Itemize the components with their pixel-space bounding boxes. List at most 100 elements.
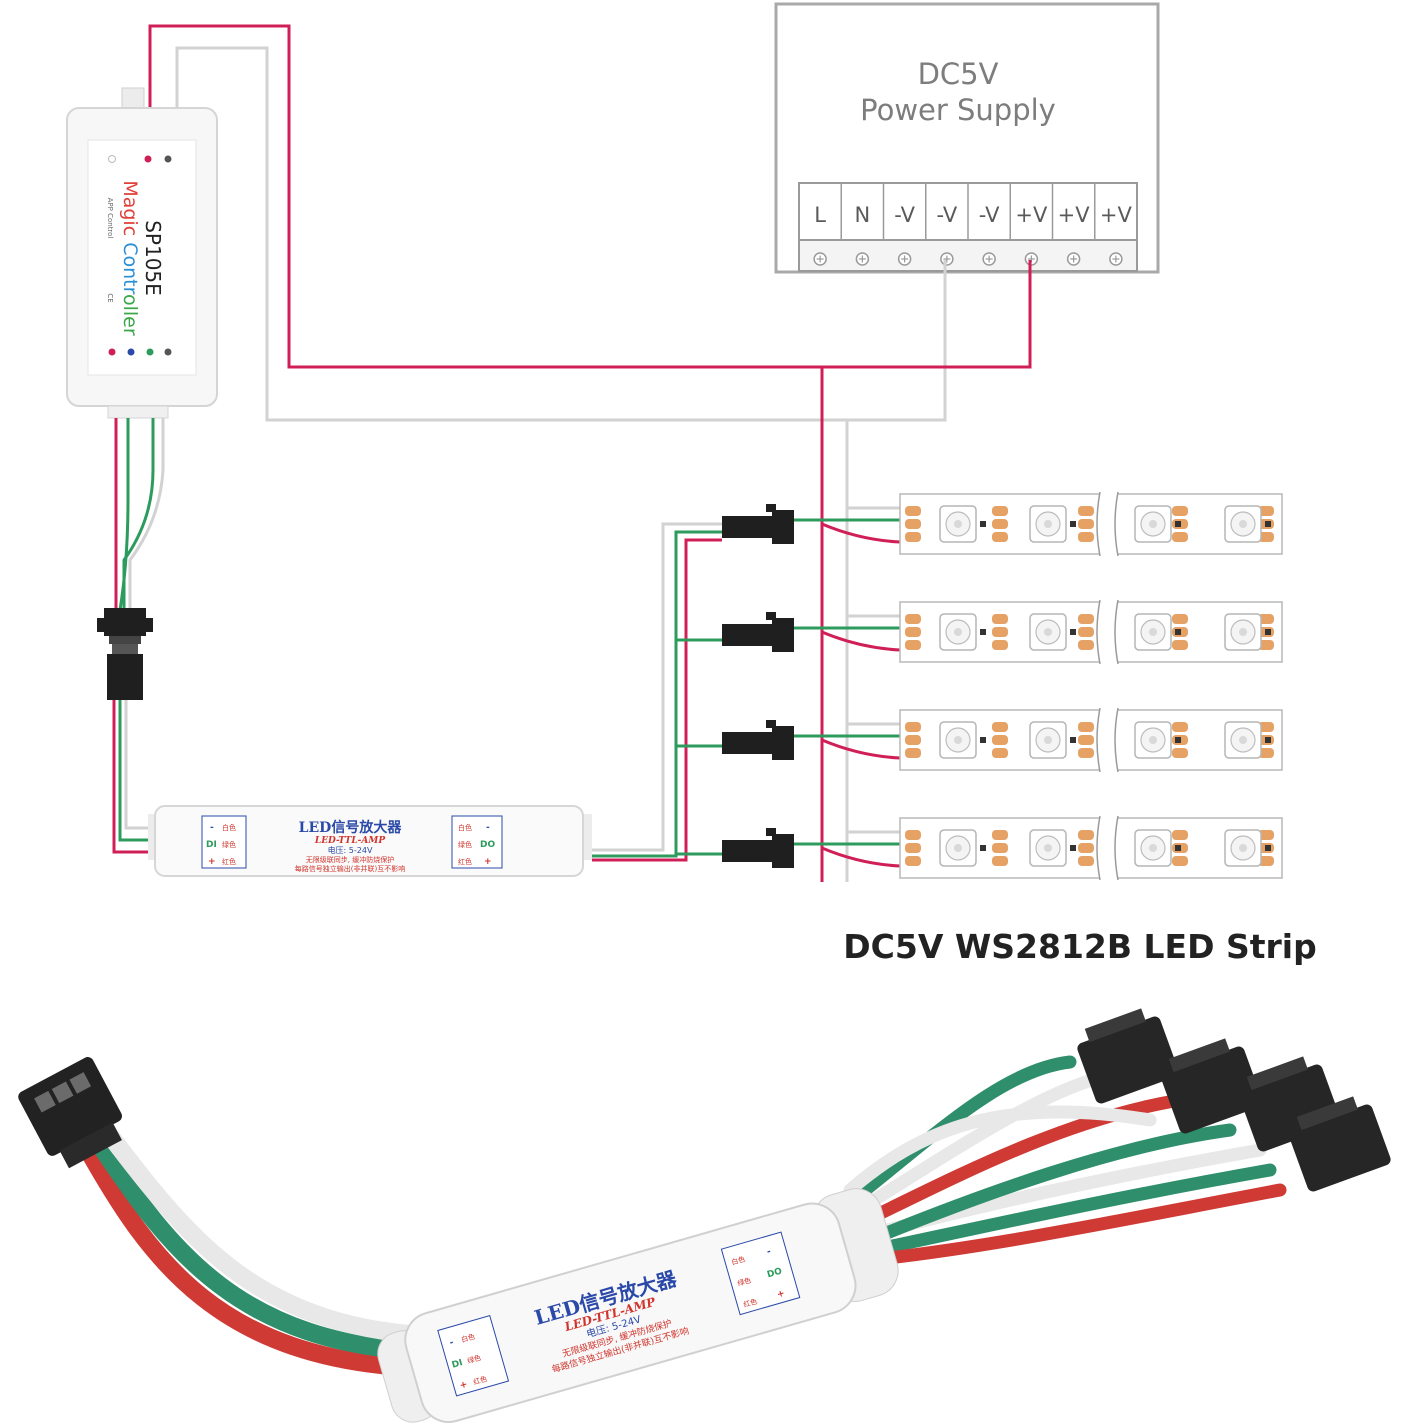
strip-jst-connector-head [772,510,794,544]
led-capacitor [1175,521,1181,527]
strip-solder-pad [905,748,921,758]
led-capacitor [1265,845,1271,851]
strip-solder-pad [992,506,1008,516]
led-die [1149,628,1157,636]
amp-output-wiring [592,522,722,862]
strip-solder-pad [1172,506,1188,516]
strip-solder-pad [1078,722,1094,732]
strip-break-line [1114,491,1119,557]
led-die [1044,520,1052,528]
strip-solder-pad [992,627,1008,637]
strip-jst-connector-head [772,726,794,760]
strip-break-line [1114,707,1119,773]
photo-amp-left-code-2: DI [451,1358,464,1371]
led-capacitor [1070,521,1076,527]
input-jst-connector [18,1057,122,1169]
led-capacitor [980,845,986,851]
strip-break-line [1096,491,1101,557]
strip-break [1100,492,1118,556]
photo-amp-right-pin-3: 红色 [742,1297,758,1310]
strip-break [1100,816,1118,880]
led-die [1044,628,1052,636]
strip-solder-pad [1172,748,1188,758]
led-strip-group [722,491,1283,881]
strip-power-wire [821,846,901,868]
positive-wire [148,24,1032,369]
strip-solder-pad [1078,856,1094,866]
photo-amp-left-code-3: + [459,1380,469,1392]
led-strip [722,491,1283,557]
amp-line1: 无限级联同步, 缓冲防烧保护 [306,855,394,864]
amp-left-code-2: DI [206,840,217,850]
strip-break [1100,600,1118,664]
strip-solder-pad [992,532,1008,542]
output-jst-connector-2 [1161,1038,1263,1134]
strip-jst-connector-head [772,834,794,868]
led-die [954,628,962,636]
output-jst-connector-1 [1077,1008,1179,1104]
psu-terminal-label: -V [937,203,958,227]
led-die [1239,628,1247,636]
sp105e-controller: SP105E Magic Controller APP Control CE [66,87,218,419]
strip-solder-pad [1258,722,1274,732]
led-capacitor [1070,737,1076,743]
photo-amp-left-pin-2: 绿色 [466,1353,482,1366]
led-strip [722,599,1283,665]
strip-solder-pad [992,748,1008,758]
strip-solder-pad [1078,830,1094,840]
strip-solder-pad [992,856,1008,866]
led-die [954,844,962,852]
strip-jst-latch [766,504,776,512]
led-die [954,520,962,528]
strip-solder-pad [1172,722,1188,732]
strip-solder-pad [1258,506,1274,516]
photo-amp-right-pin-2: 绿色 [736,1275,752,1288]
strip-break-line [1114,815,1119,881]
led-capacitor [1070,845,1076,851]
strip-solder-pad [1078,506,1094,516]
amp-left-pin-2: 绿色 [222,840,236,849]
led-capacitor [1175,737,1181,743]
strip-jst-connector [722,624,772,646]
strip-solder-pad [1258,614,1274,624]
controller-jst-connector [97,608,153,700]
strip-solder-pad [905,830,921,840]
led-strip [722,707,1283,773]
strip-break-line [1096,599,1101,665]
photo-amplifier-body: - DI + 白色 绿色 红色 LED信号放大器 LED-TTL-AMP 电压:… [377,1188,899,1423]
strip-solder-pad [992,640,1008,650]
strip-solder-pad [1172,830,1188,840]
led-capacitor [1175,629,1181,635]
amp-line2: 每路信号独立输出(非并联)互不影响 [295,864,405,873]
led-strip-caption: DC5V WS2812B LED Strip [843,927,1316,966]
controller-name: Magic Controller [119,180,141,336]
strip-solder-pad [905,519,921,529]
strip-solder-pad [1258,830,1274,840]
amp-voltage: 电压: 5-24V [328,845,373,855]
strip-jst-connector [722,732,772,754]
photo-amp-left-pin-3: 红色 [472,1374,488,1387]
strip-solder-pad [992,735,1008,745]
strip-break-line [1096,707,1101,773]
controller-app-label: APP Control [106,198,114,239]
strip-solder-pad [1172,614,1188,624]
psu-title-line2: Power Supply [860,93,1056,127]
output-jst-connector-4 [1289,1096,1391,1192]
strip-jst-latch [766,828,776,836]
photo-amp-right-code-3: + [776,1289,786,1301]
controller-output-cable [112,418,165,854]
strip-solder-pad [905,614,921,624]
psu-terminal-label: +V [1058,203,1091,227]
strip-solder-pad [992,614,1008,624]
strip-jst-connector [722,516,772,538]
strip-solder-pad [1078,627,1094,637]
strip-power-wire [821,630,901,652]
strip-solder-pad [992,519,1008,529]
led-die [1149,844,1157,852]
photo-amp-left-code-1: - [449,1338,456,1349]
negative-wire [175,46,947,422]
led-die [1239,844,1247,852]
